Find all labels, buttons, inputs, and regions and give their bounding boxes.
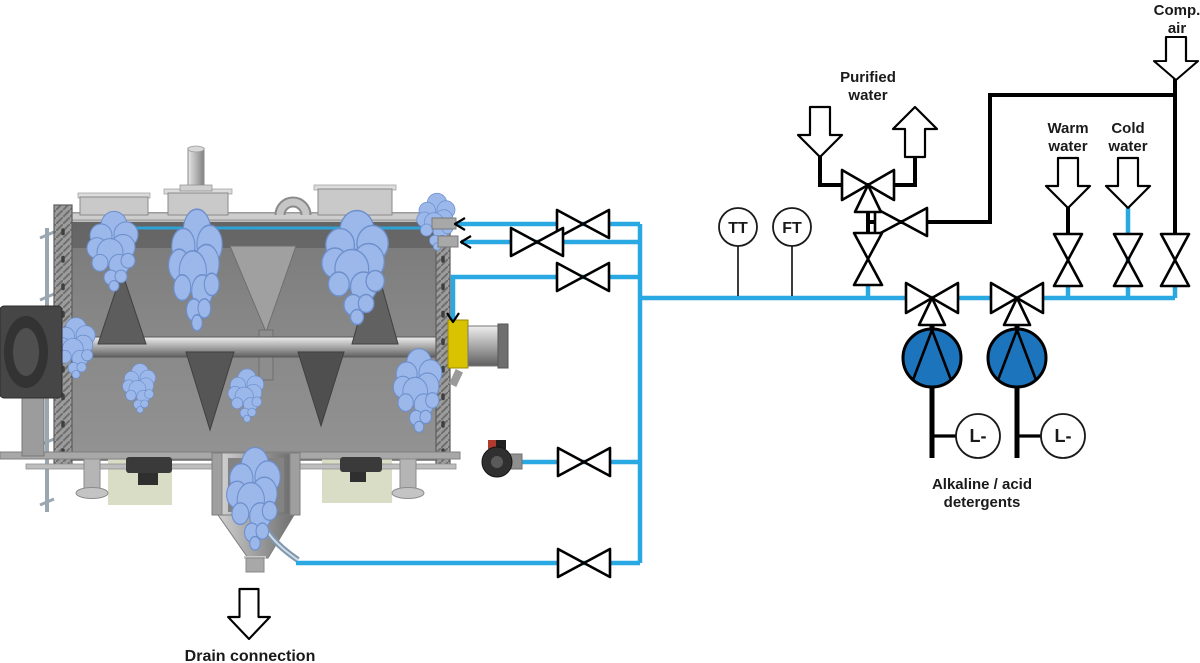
pump-detergent-2 <box>986 327 1048 389</box>
detergent-pumps <box>901 327 1048 389</box>
valves <box>509 168 1191 579</box>
cold-water-arrow <box>1104 156 1152 210</box>
valve-warm-water <box>1052 232 1084 288</box>
instrument-stems <box>737 246 793 296</box>
instrument-bubble-icon <box>772 207 812 247</box>
purified-water-label: water <box>847 87 887 104</box>
mixer-render <box>0 145 509 573</box>
labels: Purified water Comp. air Warm water Cold… <box>185 2 1200 663</box>
butterfly-valve-actuator <box>481 440 523 478</box>
cold-water-label: Cold <box>1111 120 1144 137</box>
detergents-label: detergents <box>944 494 1021 511</box>
pipe-spray-line-3 <box>450 274 640 320</box>
drain-outlet <box>245 557 265 573</box>
three-way-valve-purified <box>840 168 896 214</box>
top-nozzles <box>77 145 397 216</box>
valve-drain-line <box>556 547 612 579</box>
top-elbow <box>276 198 310 216</box>
cold-water-label: water <box>1107 138 1147 155</box>
support-foot-right <box>391 458 425 499</box>
drive-housing <box>0 305 63 457</box>
level-tag-right: L- <box>1055 426 1072 446</box>
valve-spray-line-1 <box>555 208 611 240</box>
valve-purified-feed <box>852 231 884 287</box>
bottom-fittings <box>126 457 382 485</box>
purified-water-in-arrow <box>796 105 844 159</box>
warm-water-label: water <box>1047 138 1087 155</box>
warm-water-arrow <box>1044 156 1092 210</box>
comp-air-label: Comp. <box>1154 2 1200 19</box>
pipe-return-header <box>868 93 1175 224</box>
pump-detergent-1 <box>901 327 963 389</box>
valve-spray-line-3 <box>555 261 611 293</box>
valve-lower-line <box>556 446 612 478</box>
instrument-bubble-icon <box>955 413 1001 459</box>
instrument-bubbles: TT FT L- L- <box>718 207 1086 459</box>
ft-tag: FT <box>782 220 802 237</box>
instrument-bubble-icon <box>1040 413 1086 459</box>
valve-spray-line-2 <box>509 226 565 258</box>
comp-air-arrow <box>1152 35 1200 82</box>
detergents-label: Alkaline / acid <box>932 476 1032 493</box>
drain-connection-label: Drain connection <box>185 648 316 663</box>
pipe-purified-manifold <box>818 155 917 187</box>
warm-water-label: Warm <box>1047 120 1088 137</box>
vent-pipe <box>187 147 205 191</box>
instrument-bubble-icon <box>718 207 758 247</box>
support-foot-left <box>75 458 109 499</box>
valve-cold-water <box>1112 232 1144 288</box>
pipe-entry-arrowheads <box>446 217 472 324</box>
purified-water-label: Purified <box>840 69 896 86</box>
valve-return-line <box>873 206 929 238</box>
agitator-paddles <box>97 260 399 432</box>
coupling-yellow-ring <box>447 319 469 369</box>
drain-arrow <box>227 587 271 641</box>
three-way-valve-detergent-1 <box>904 281 960 327</box>
three-way-valve-detergent-2 <box>989 281 1045 327</box>
valve-comp-air <box>1159 232 1191 288</box>
shaft-coupling <box>447 319 509 387</box>
tt-tag: TT <box>728 220 748 237</box>
level-tag-left: L- <box>970 426 987 446</box>
purified-water-out-arrow <box>891 105 939 159</box>
comp-air-label: air <box>1168 20 1187 37</box>
